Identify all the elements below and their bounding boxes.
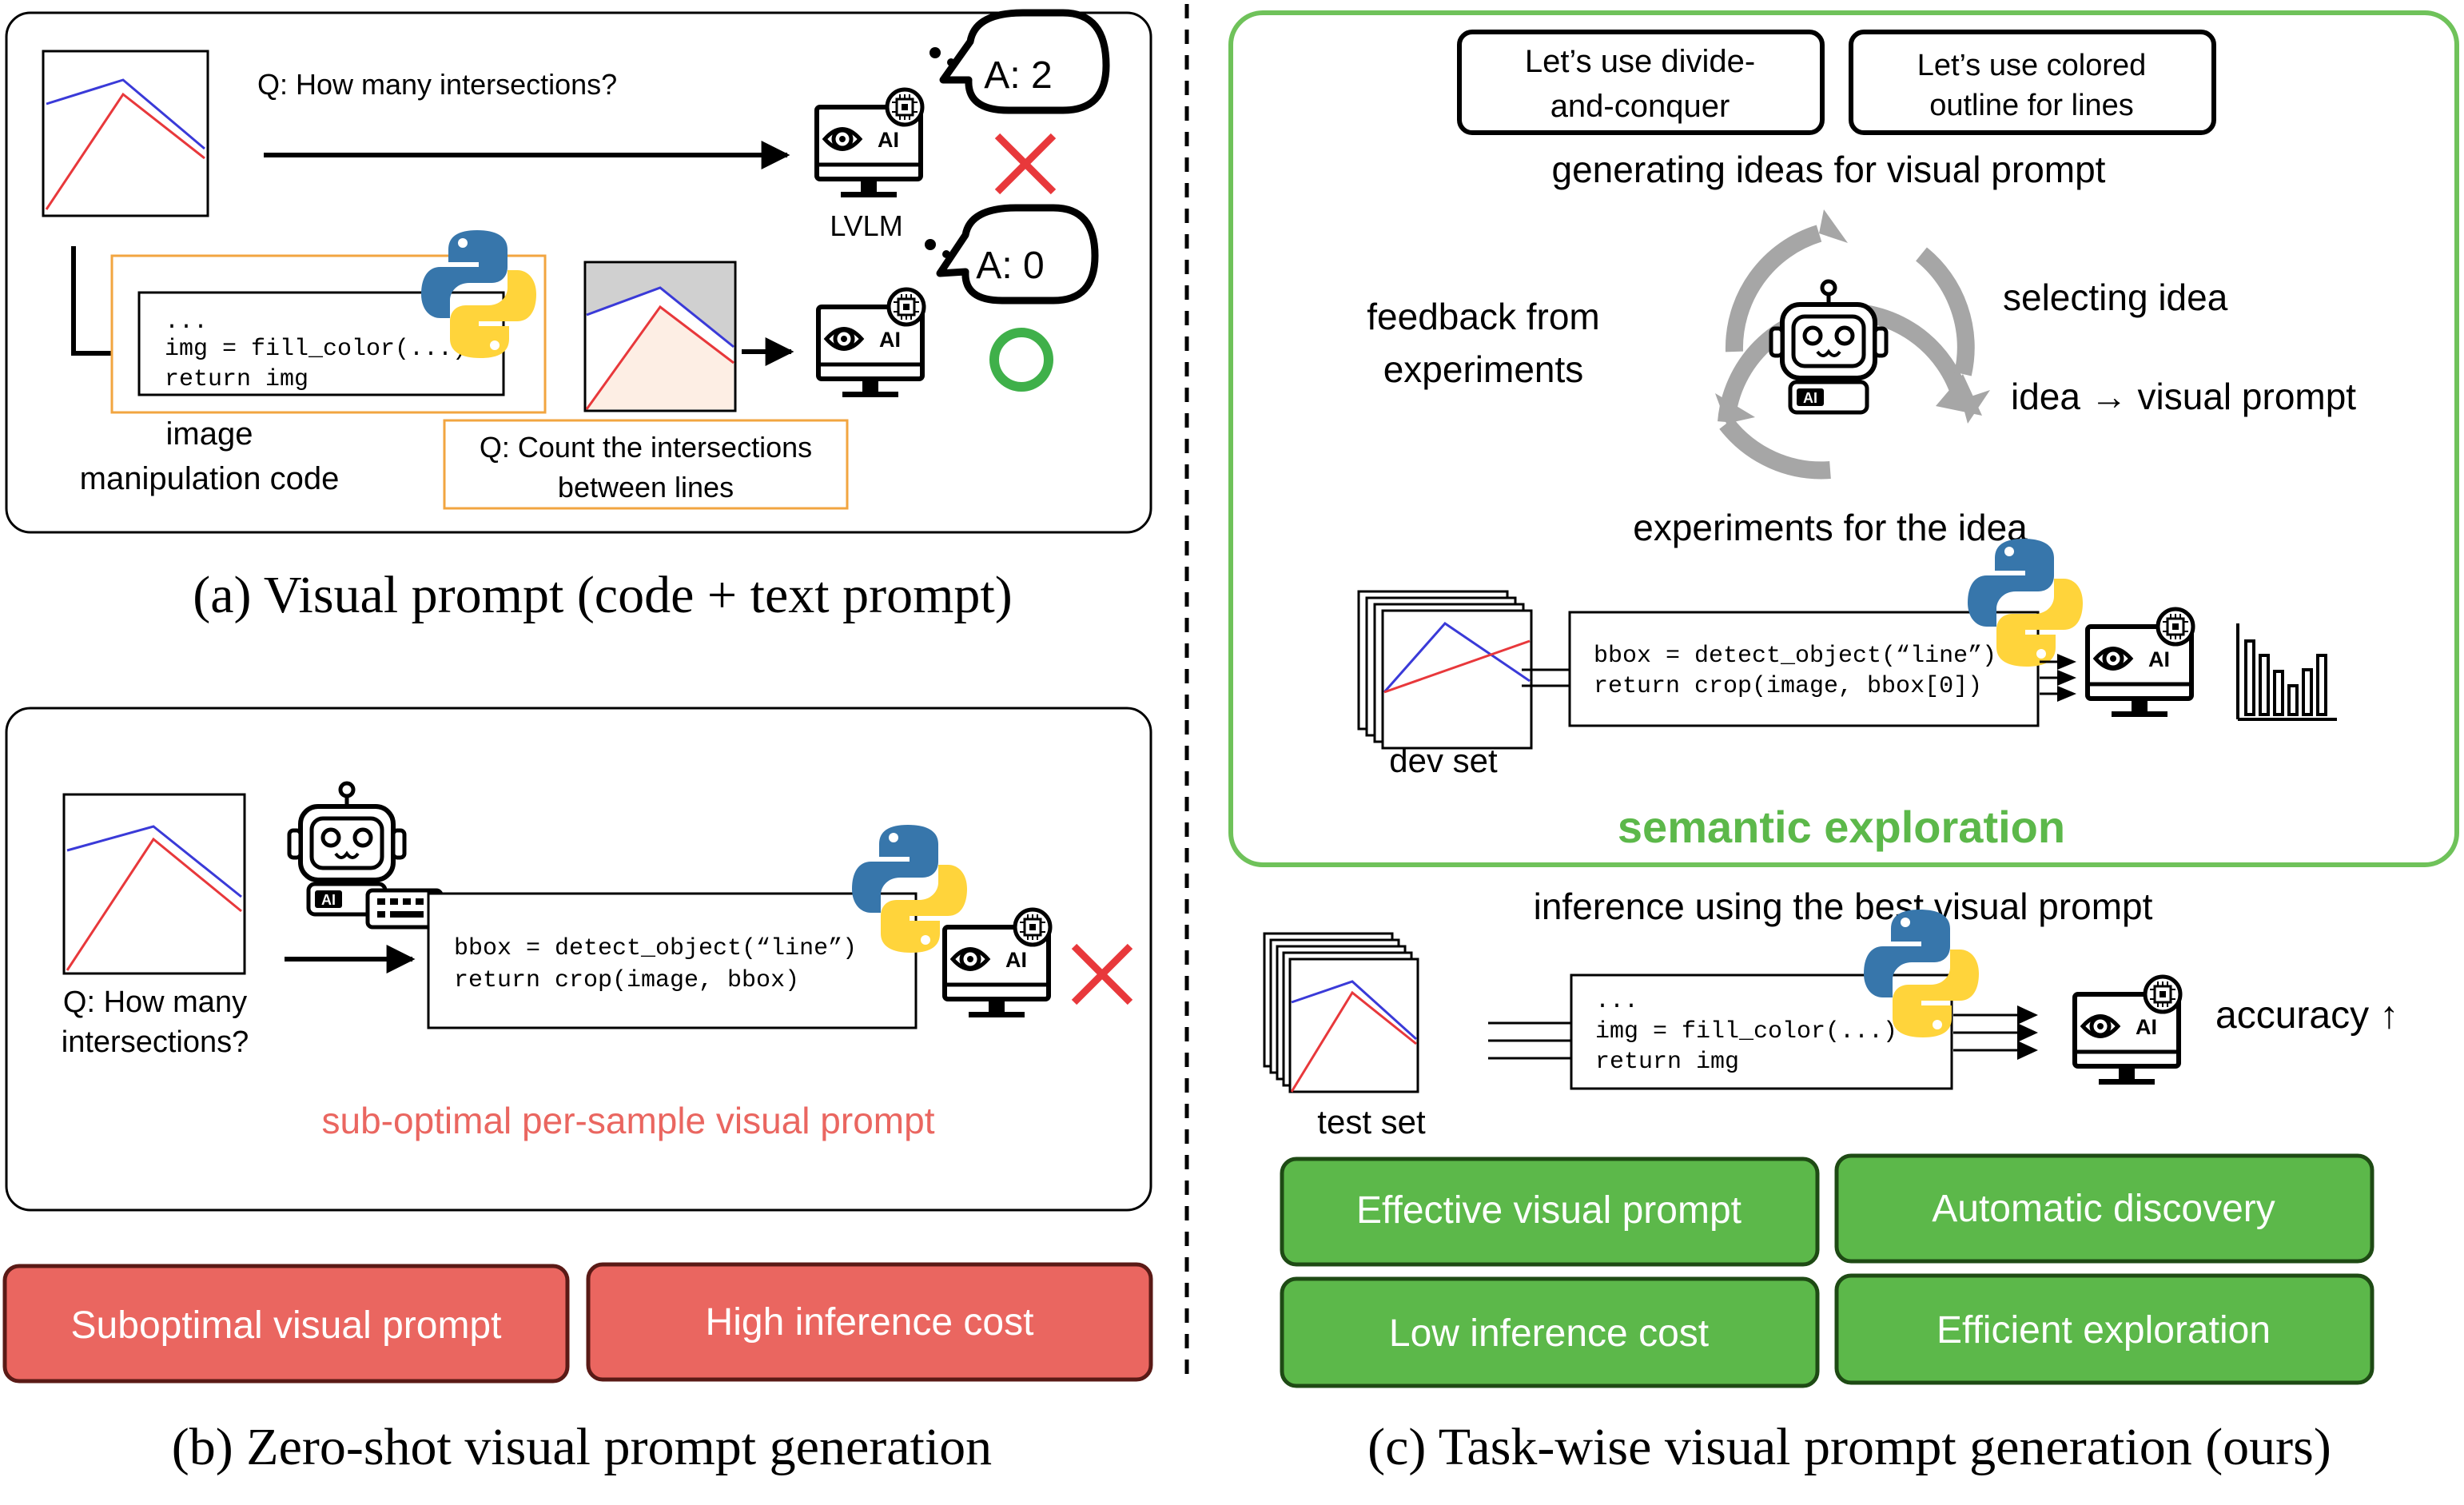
lvlm-monitor-icon-b xyxy=(945,910,1050,1017)
answer-wrong-text: A: 2 xyxy=(984,54,1052,97)
suboptimal-caption: sub-optimal per-sample visual prompt xyxy=(322,1100,935,1141)
text-prompt-line-2: between lines xyxy=(558,471,734,504)
idea-box-2: Let’s use colored outline for lines xyxy=(1849,30,2216,135)
semantic-exploration-label: semantic exploration xyxy=(1618,802,2065,852)
idea-2-line-1: Let’s use colored xyxy=(1917,49,2147,82)
manipulated-chart xyxy=(583,261,737,412)
dev-code-line-1: bbox = detect_object(“line”) xyxy=(1594,643,1996,670)
idea-to-prompt: idea → visual prompt xyxy=(2011,376,2356,417)
code-label-1: image xyxy=(166,416,253,452)
caption-c: (c) Task-wise visual prompt generation (… xyxy=(1367,1418,2331,1476)
tag-high-cost: High inference cost xyxy=(586,1262,1153,1382)
answer-right-text: A: 0 xyxy=(976,245,1044,287)
test-set-stack xyxy=(1263,932,1419,1093)
tag-low-cost-label: Low inference cost xyxy=(1389,1312,1709,1355)
lvlm-monitor-icon xyxy=(817,90,922,197)
caption-b: (b) Zero-shot visual prompt generation xyxy=(172,1418,992,1476)
text-prompt-box xyxy=(443,419,849,510)
bar-chart-icon xyxy=(2236,623,2337,721)
tag-suboptimal-label: Suboptimal visual prompt xyxy=(71,1304,502,1347)
accuracy-label: accuracy ↑ xyxy=(2215,994,2398,1037)
tag-efficient: Efficient exploration xyxy=(1834,1273,2374,1385)
test-set-label: test set xyxy=(1317,1103,1426,1141)
chart-line-red xyxy=(45,92,205,210)
tag-automatic-label: Automatic discovery xyxy=(1932,1188,2275,1230)
right-o-icon xyxy=(989,328,1053,392)
tag-high-cost-label: High inference cost xyxy=(706,1301,1034,1344)
code-card-b: bbox = detect_object(“line”) return crop… xyxy=(427,892,918,1029)
question-b-line-1: Q: How many xyxy=(63,985,247,1019)
answer-bubble-wrong: A: 2 xyxy=(929,9,1110,114)
code-label-2: manipulation code xyxy=(80,461,340,496)
idea-box-1: Let’s use divide- and-conquer xyxy=(1457,30,1825,135)
idea-1-line-2: and-conquer xyxy=(1550,89,1730,124)
code-line-1: ... xyxy=(165,309,208,336)
experiments-label: experiments for the idea xyxy=(1633,507,2028,548)
tag-effective-label: Effective visual prompt xyxy=(1356,1189,1742,1232)
panel-c: Let’s use divide- and-conquer Let’s use … xyxy=(1228,10,2459,1388)
keyboard-icon xyxy=(365,888,444,930)
test-code-line-2: img = fill_color(...) xyxy=(1595,1018,1897,1045)
dev-set-stack xyxy=(1357,590,1533,750)
input-chart-a xyxy=(42,50,209,217)
code-b-line-2: return crop(image, bbox) xyxy=(454,967,799,994)
dev-set-label: dev set xyxy=(1389,742,1498,779)
inference-label: inference using the best visual prompt xyxy=(1534,886,2153,927)
lvlm-monitor-icon-2 xyxy=(818,289,924,397)
gen-ideas-label: generating ideas for visual prompt xyxy=(1552,149,2106,190)
wrong-x-icon xyxy=(994,133,1057,195)
lvlm-monitor-icon-dev xyxy=(2088,609,2193,717)
feedback-line-2: experiments xyxy=(1383,348,1584,390)
tag-efficient-label: Efficient exploration xyxy=(1937,1309,2271,1352)
input-chart-b xyxy=(62,793,246,975)
test-code-line-3: return img xyxy=(1595,1049,1739,1076)
caption-a: (a) Visual prompt (code + text prompt) xyxy=(193,566,1012,624)
connector-chart-to-code xyxy=(71,246,128,356)
tag-low-cost: Low inference cost xyxy=(1280,1276,1820,1388)
selecting-idea: selecting idea xyxy=(2003,277,2228,318)
question-b-line-2: intersections? xyxy=(62,1025,249,1059)
idea-1-line-1: Let’s use divide- xyxy=(1525,44,1755,79)
answer-bubble-right: A: 0 xyxy=(925,204,1099,305)
code-line-3: return img xyxy=(165,366,308,393)
wrong-x-icon-b xyxy=(1071,943,1133,1005)
chart-line-blue xyxy=(46,78,205,150)
dev-code-line-2: return crop(image, bbox[0]) xyxy=(1594,673,1982,700)
feedback-line-1: feedback from xyxy=(1367,296,1599,337)
code-b-line-1: bbox = detect_object(“line”) xyxy=(454,935,857,962)
code-card-dev: bbox = detect_object(“line”) return crop… xyxy=(1568,611,2040,727)
panel-b: Q: How many intersections? bbox = detect… xyxy=(5,707,1152,1212)
test-code-line-1: ... xyxy=(1595,988,1638,1015)
panel-a: Q: How many intersections? LVLM A: 2 ...… xyxy=(5,9,1152,534)
question-a: Q: How many intersections? xyxy=(257,68,617,101)
tag-suboptimal: Suboptimal visual prompt xyxy=(2,1264,570,1384)
lvlm-monitor-icon-test xyxy=(2075,977,2180,1085)
code-line-2: img = fill_color(...) xyxy=(165,336,467,363)
tag-effective: Effective visual prompt xyxy=(1280,1157,1820,1267)
tag-automatic: Automatic discovery xyxy=(1834,1153,2374,1264)
lvlm-label: LVLM xyxy=(830,209,902,242)
idea-2-line-2: outline for lines xyxy=(1929,89,2134,122)
code-card-test: ... img = fill_color(...) return img xyxy=(1570,973,1953,1090)
text-prompt-line-1: Q: Count the intersections xyxy=(480,431,812,464)
